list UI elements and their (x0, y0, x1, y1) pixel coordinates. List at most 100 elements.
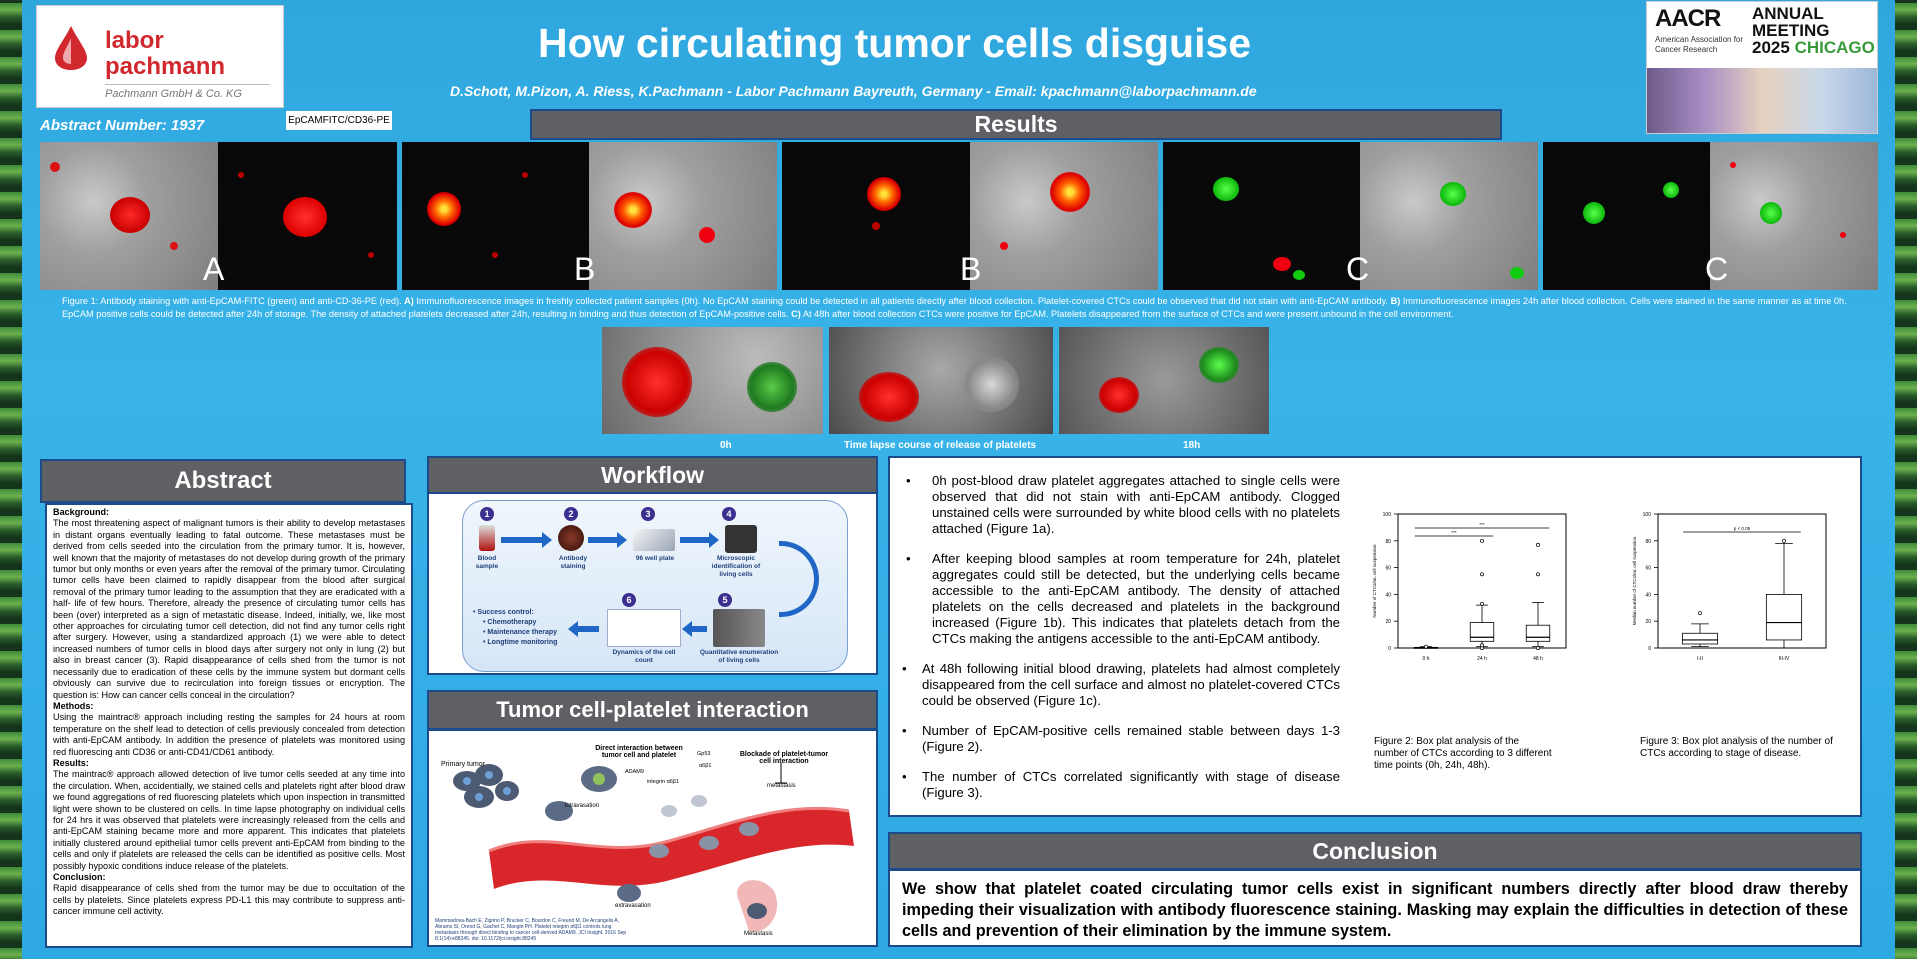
micro-fluor-a (218, 142, 397, 290)
authors-line: D.Schott, M.Pizon, A. Riess, K.Pachmann … (450, 83, 1257, 99)
results-bullet: At 48h following initial blood drawing, … (902, 661, 1340, 709)
workflow-label-6: Dynamics of the cell count (612, 649, 676, 664)
tcp-label-direct-interaction: Direct interaction between tumor cell an… (595, 745, 683, 759)
drop-icon (55, 26, 87, 70)
right-decorative-border (1895, 0, 1917, 959)
y-tick-label: 40 (1385, 592, 1391, 598)
results-bullet: After keeping blood samples at room temp… (902, 551, 1340, 647)
tumor-platelet-diagram: Primary tumor Direct interaction between… (427, 729, 878, 947)
micro-pair-c2: C (1543, 142, 1878, 290)
fig1-caption-part: A) (404, 296, 414, 306)
logo-divider (105, 84, 270, 85)
workflow-label-1: Blood sample (475, 555, 499, 570)
tumor-platelet-illustration (453, 763, 854, 932)
micro-pair-c1: C (1163, 142, 1538, 290)
timelapse-label-0h: 0h (720, 440, 732, 451)
tcp-label-integrin: integrin α6β1 (647, 779, 680, 785)
y-tick-label: 20 (1385, 619, 1391, 625)
aacr-year: 2025 (1752, 38, 1790, 57)
panel-letter-c1: C (1346, 251, 1370, 287)
poster-title: How circulating tumor cells disguise (538, 20, 1252, 66)
logo-line2: pachmann (105, 53, 226, 80)
results-bullet: Number of EpCAM-positive cells remained … (902, 723, 1340, 755)
workflow-step-1: 1 (480, 507, 494, 521)
outlier-point (1424, 644, 1428, 649)
micro-fluor-b1 (402, 142, 589, 290)
abstract-results-label: Results: (53, 757, 89, 768)
tcp-label-gp53: Gp53 (697, 751, 711, 757)
abstract-background-text: The most threatening aspect of malignant… (53, 518, 405, 700)
timelapse-label-18h: 18h (1183, 440, 1201, 451)
logo-subtitle: Pachmann GmbH & Co. KG (105, 88, 242, 100)
micro-fluor-b2 (782, 142, 970, 290)
left-decorative-border (0, 0, 22, 959)
panel-letter-a: A (203, 251, 225, 287)
x-tick-label: III-IV (1779, 656, 1790, 662)
figure3-caption: Figure 3: Box plot analysis of the numbe… (1640, 736, 1833, 759)
y-tick-label: 100 (1643, 512, 1652, 518)
workflow-diagram: 1 2 3 4 5 6 Blood sample Antibody staini… (427, 492, 878, 675)
aacr-subtitle: American Association for Cancer Research (1655, 35, 1744, 54)
workflow-panel: 1 2 3 4 5 6 Blood sample Antibody staini… (462, 500, 848, 672)
arrow-5-6-icon (682, 621, 707, 637)
tcp-label-metastasis-small: metastasis (767, 783, 796, 789)
workflow-step-2: 2 (564, 507, 578, 521)
outlier-point (1536, 542, 1540, 547)
control-item: Longtime monitoring (487, 639, 558, 646)
panel-letter-b1: B (574, 251, 596, 287)
results-header: Results (530, 109, 1502, 140)
y-axis-label: Median number of CTCs/mL cell suspension (1632, 536, 1637, 625)
fig1-caption-part: Figure 1: Antibody staining with anti-Ep… (62, 296, 405, 306)
aacr-annual-meeting: ANNUAL MEETING 2025 CHICAGO (1752, 5, 1875, 56)
labor-pachmann-logo: labor pachmann Pachmann GmbH & Co. KG (36, 5, 284, 108)
enumeration-icon (713, 609, 765, 647)
abstract-background-label: Background: (53, 507, 110, 517)
y-tick-label: 20 (1645, 619, 1651, 625)
fig1-caption-part: Immunofluorescence images in freshly col… (413, 296, 1391, 306)
y-tick-label: 0 (1648, 646, 1651, 652)
plot-frame (1657, 513, 1827, 649)
abstract-methods-label: Methods: (53, 700, 94, 711)
arrow-1-2-icon (501, 532, 552, 548)
outlier-point (1480, 572, 1484, 577)
logo-line1: labor (105, 27, 164, 54)
box (1681, 632, 1719, 645)
timelapse-images (602, 327, 1275, 434)
outlier-point (1782, 538, 1786, 543)
arrow-3-4-icon (680, 532, 719, 548)
results-panel: 0h post-blood draw platelet aggregates a… (888, 456, 1862, 817)
significance-label: *** (1451, 530, 1457, 535)
fig1-caption-part: At 48h after blood collection CTCs were … (800, 309, 1454, 319)
micro-brightfield-c1 (1360, 142, 1538, 290)
conclusion-text: We show that platelet coated circulating… (888, 869, 1862, 947)
y-axis-label: Number of CTCs/mL cell suspension (1372, 544, 1377, 618)
figure1-caption: Figure 1: Antibody staining with anti-Ep… (62, 295, 1862, 321)
y-tick-label: 80 (1385, 539, 1391, 545)
tcp-label-metastasis: Metastasis (744, 931, 773, 937)
micro-fluor-c2 (1543, 142, 1710, 290)
tcp-label-adam9: ADAM9 (625, 769, 644, 775)
results-bullets: 0h post-blood draw platelet aggregates a… (902, 473, 1340, 815)
logo-text: labor pachmann (105, 28, 225, 80)
abstract-number: Abstract Number: 1937 (40, 117, 205, 134)
abstract-conclusion-text: Rapid disappearance of cells shed from t… (53, 883, 405, 917)
x-tick-label: 24 h (1477, 656, 1487, 662)
micro-brightfield-c2 (1710, 142, 1878, 290)
aacr-logo: AACR American Association for Cancer Res… (1646, 1, 1878, 134)
abstract-conclusion-label: Conclusion: (53, 872, 106, 882)
workflow-header: Workflow (427, 456, 878, 494)
workflow-step-6: 6 (622, 593, 636, 607)
fig1-caption-part: C) (791, 309, 801, 319)
box (1525, 624, 1551, 642)
panel-letter-b2: B (960, 251, 982, 287)
tcp-reference: Mammadova-Bach E, Zigrino P, Brucker C, … (435, 918, 627, 942)
y-tick-label: 0 (1388, 646, 1391, 652)
workflow-step-4: 4 (722, 507, 736, 521)
tcp-label-blockade: Blockade of platelet-tumor cell interact… (739, 751, 829, 765)
stained-cell-icon (558, 525, 584, 551)
results-bullet: The number of CTCs correlated significan… (902, 769, 1340, 801)
conclusion-header: Conclusion (888, 832, 1862, 870)
box (1765, 594, 1803, 641)
microscope-icon (725, 525, 757, 553)
